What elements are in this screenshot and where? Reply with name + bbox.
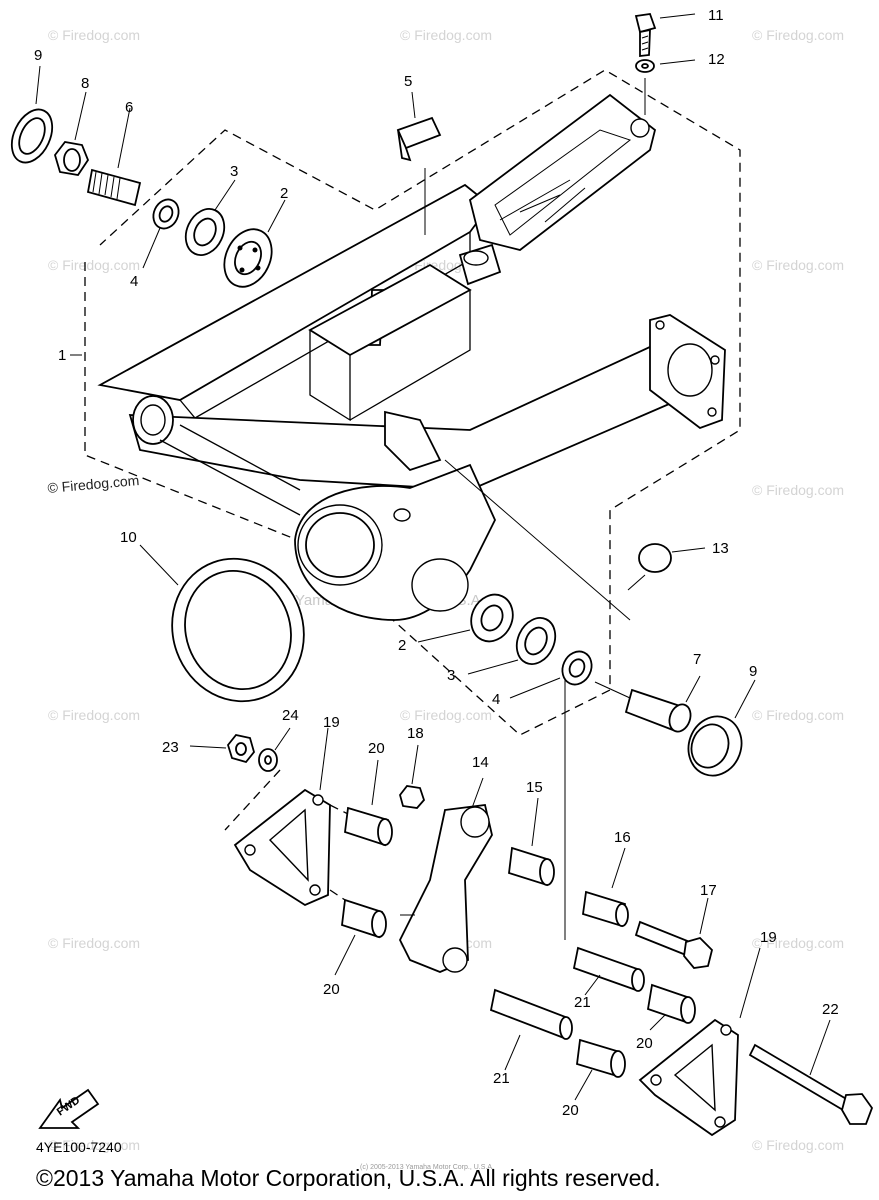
- part-19-bracket-right: [638, 947, 761, 1137]
- diagram-code: 4YE100-7240: [36, 1139, 122, 1155]
- part-7-pivot-bolt: [624, 675, 701, 733]
- label-21b: 21: [493, 1070, 510, 1087]
- watermark: © Firedog.com: [400, 707, 492, 723]
- label-20d: 20: [562, 1102, 579, 1119]
- watermark: © Firedog.com: [400, 27, 492, 43]
- watermark: © Firedog.com: [752, 1137, 844, 1153]
- label-23: 23: [162, 739, 179, 756]
- part-20-bushing-a: [344, 759, 393, 847]
- label-3b: 3: [447, 667, 455, 684]
- watermark: © Firedog.com: [48, 257, 140, 273]
- copyright-notice: ©2013 Yamaha Motor Corporation, U.S.A. A…: [36, 1165, 661, 1191]
- part-3-oil-seal-upper: [184, 179, 236, 256]
- part-2-bearing-upper: [223, 199, 286, 288]
- label-20c: 20: [636, 1035, 653, 1052]
- label-3: 3: [230, 163, 238, 180]
- part-20-bushing-b: [334, 898, 387, 976]
- label-9b: 9: [749, 663, 757, 680]
- watermark: © Firedog.com: [48, 707, 140, 723]
- part-21-collar-a: [572, 946, 645, 996]
- part-18-nut: [399, 744, 426, 809]
- part-13-cap: [638, 543, 706, 573]
- part-5-clip: [396, 91, 442, 162]
- label-14: 14: [472, 754, 489, 771]
- label-11: 11: [708, 7, 724, 24]
- part-21-collar-b: [489, 988, 573, 1071]
- label-9: 9: [34, 47, 42, 64]
- part-6-pivot-shaft: [86, 107, 142, 207]
- part-11-bolt: [634, 13, 696, 58]
- part-2-bearing-lower: [417, 593, 514, 643]
- fwd-arrow-icon: FWD: [38, 1088, 100, 1129]
- label-19b: 19: [760, 929, 777, 946]
- part-23-nut: [189, 734, 255, 764]
- label-21: 21: [574, 994, 591, 1011]
- label-18: 18: [407, 725, 424, 742]
- label-17: 17: [700, 882, 717, 899]
- label-2b: 2: [398, 637, 406, 654]
- assembly-outline: [84, 69, 741, 736]
- label-13: 13: [712, 540, 729, 557]
- label-10: 10: [120, 529, 137, 546]
- label-24: 24: [282, 707, 299, 724]
- part-16-collar: [582, 847, 629, 928]
- label-4: 4: [130, 273, 138, 290]
- watermark: © Firedog.com: [48, 27, 140, 43]
- part-17-bolt: [634, 897, 713, 969]
- part-24-washer: [258, 727, 291, 772]
- part-9-cap-lower: [687, 679, 756, 777]
- watermark-dark: © Firedog.com: [47, 472, 140, 496]
- watermark: © Firedog.com: [752, 27, 844, 43]
- label-1: 1: [58, 347, 66, 364]
- label-6: 6: [125, 99, 133, 116]
- watermark: © Firedog.com: [752, 482, 844, 498]
- watermark: © Firedog.com: [752, 257, 844, 273]
- watermark: © Firedog.com: [752, 707, 844, 723]
- part-4-collar-lower: [509, 650, 631, 699]
- part-9-cap-upper: [10, 65, 54, 164]
- part-4-collar-upper: [142, 198, 180, 269]
- label-5: 5: [404, 73, 412, 90]
- label-20b: 20: [323, 981, 340, 998]
- label-7: 7: [693, 651, 701, 668]
- label-4b: 4: [492, 691, 500, 708]
- part-19-bracket-left: [224, 727, 351, 907]
- part-number-labels: 9 8 6 3 2 4 5 11 12 1 10 13 2 3 4 7 9 24…: [34, 7, 839, 1119]
- part-12-washer: [635, 59, 696, 73]
- label-12: 12: [708, 51, 725, 68]
- part-15-collar: [508, 797, 555, 887]
- label-20: 20: [368, 740, 385, 757]
- label-19: 19: [323, 714, 340, 731]
- part-14-relay-arm: [398, 777, 493, 973]
- watermark: © Firedog.com: [48, 1137, 140, 1153]
- part-8-nut: [54, 91, 90, 176]
- part-3-oil-seal-lower: [467, 617, 557, 675]
- part-10-ring: [139, 544, 305, 703]
- part-20-bushing-d: [574, 1038, 626, 1101]
- label-15: 15: [526, 779, 543, 796]
- label-16: 16: [614, 829, 631, 846]
- part-20-bushing-c: [646, 983, 696, 1031]
- watermark: © Firedog.com: [752, 935, 844, 951]
- label-2: 2: [280, 185, 288, 202]
- part-22-long-bolt: [748, 1019, 874, 1125]
- label-22: 22: [822, 1001, 839, 1018]
- fine-print: (c) 2005-2013 Yamaha Motor Corp., U.S.A.: [360, 1164, 494, 1171]
- swingarm-body: [97, 78, 726, 940]
- label-8: 8: [81, 75, 89, 92]
- watermark: © Firedog.com: [48, 935, 140, 951]
